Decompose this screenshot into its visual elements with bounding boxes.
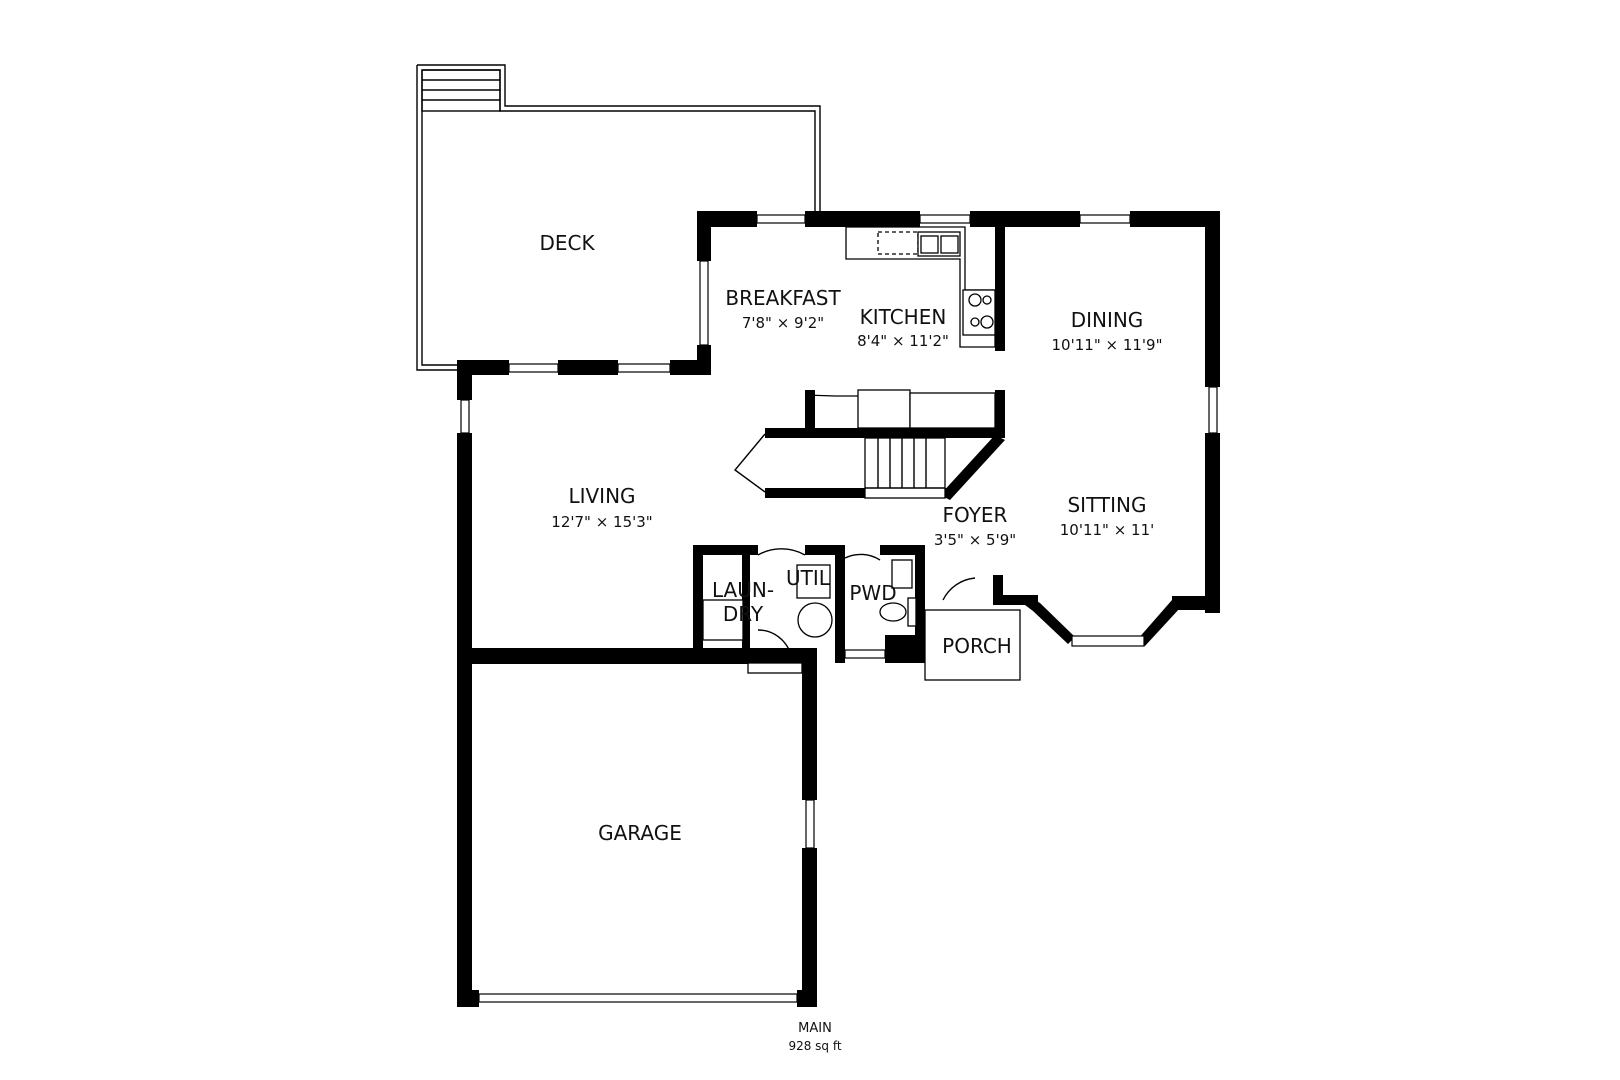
util-label: UTIL bbox=[786, 566, 831, 590]
foyer-label: FOYER bbox=[943, 503, 1008, 527]
deck-label: DECK bbox=[539, 231, 595, 255]
porch-label: PORCH bbox=[942, 634, 1012, 658]
level-title: MAIN bbox=[798, 1021, 832, 1036]
dining-dims: 10'11" × 11'9" bbox=[1052, 336, 1163, 354]
walls bbox=[457, 211, 1220, 1007]
laundry-label-line1: LAUN- bbox=[712, 578, 774, 602]
sitting-label: SITTING bbox=[1067, 493, 1146, 517]
utility-fixtures bbox=[702, 548, 976, 674]
bay-window bbox=[1025, 597, 1180, 647]
garage-label: GARAGE bbox=[598, 821, 682, 845]
sitting-dims: 10'11" × 11' bbox=[1060, 521, 1155, 539]
living-label: LIVING bbox=[568, 484, 635, 508]
breakfast-label: BREAKFAST bbox=[725, 286, 841, 310]
level-area: 928 sq ft bbox=[788, 1039, 841, 1053]
pwd-label: PWD bbox=[849, 581, 896, 605]
living-dims: 12'7" × 15'3" bbox=[551, 513, 652, 531]
breakfast-dims: 7'8" × 9'2" bbox=[742, 314, 824, 332]
windows bbox=[460, 214, 1218, 1003]
laundry-label-line2: DRY bbox=[723, 602, 764, 626]
kitchen-counter bbox=[845, 226, 996, 348]
deck-outline bbox=[416, 64, 821, 371]
kitchen-dims: 8'4" × 11'2" bbox=[857, 332, 949, 350]
stairs bbox=[733, 389, 1005, 500]
kitchen-label: KITCHEN bbox=[860, 305, 947, 329]
foyer-dims: 3'5" × 5'9" bbox=[934, 531, 1016, 549]
dining-label: DINING bbox=[1071, 308, 1144, 332]
porch-outline bbox=[924, 609, 1021, 681]
